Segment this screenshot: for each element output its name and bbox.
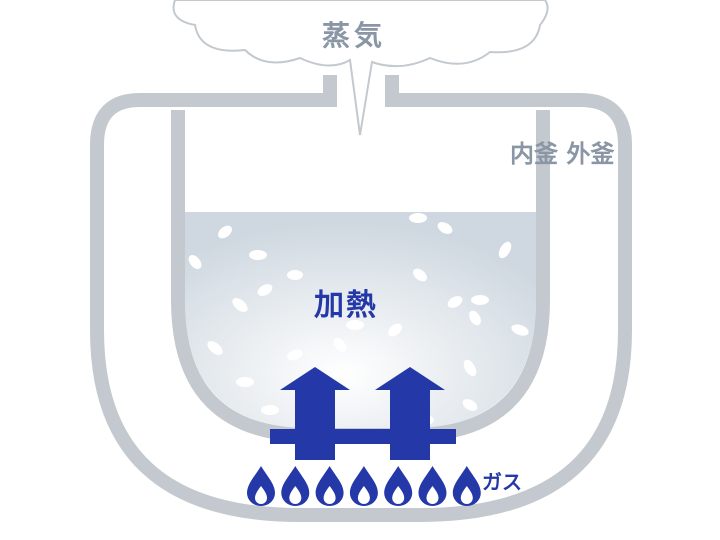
rice-grains xyxy=(188,213,529,425)
flame-core xyxy=(255,486,267,504)
heating-label: 加熱 xyxy=(314,288,378,323)
flame-core xyxy=(323,486,336,504)
gas-label: ガス xyxy=(482,470,522,494)
flame-core xyxy=(357,486,370,504)
outer-pot xyxy=(90,75,632,522)
steam-label: 蒸気 xyxy=(322,19,387,52)
gas-flames xyxy=(247,466,481,506)
heat-bar xyxy=(270,429,456,444)
flame-core xyxy=(460,486,473,504)
flame-core xyxy=(392,486,405,504)
steam-cloud xyxy=(172,0,549,136)
flame-core xyxy=(426,486,439,504)
heat-arrows xyxy=(270,367,456,460)
pot-labels: 内釜 外釜 xyxy=(510,140,615,168)
flame-core xyxy=(289,486,302,504)
water xyxy=(185,212,536,428)
